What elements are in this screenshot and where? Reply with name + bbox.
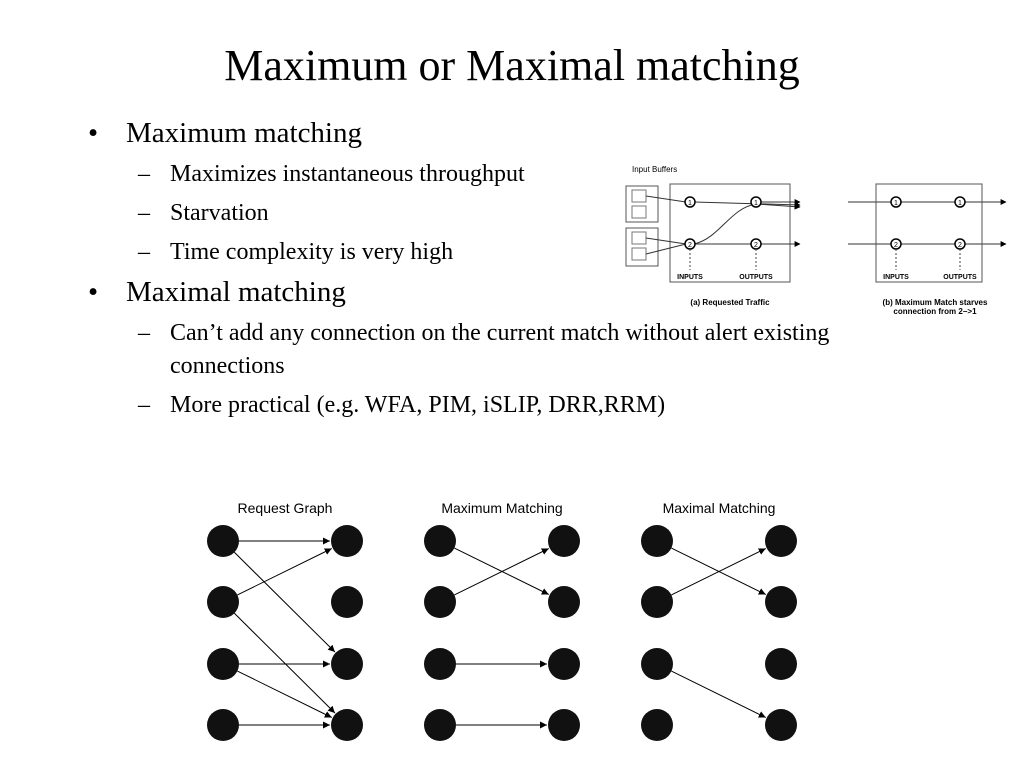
port-label: 2 [754, 242, 758, 249]
dash-marker: – [138, 320, 150, 346]
buffer-line [645, 243, 687, 255]
dash-marker: – [138, 200, 150, 226]
input-node-2 [424, 586, 456, 618]
buffer-line [645, 237, 687, 245]
bullet-text: Maximal matching [126, 276, 346, 308]
inputs-label: INPUTS [677, 274, 703, 281]
inputs-label: INPUTS [883, 274, 909, 281]
input-node-4 [207, 709, 239, 741]
input-node-3 [641, 648, 673, 680]
port-label: 1 [754, 200, 758, 207]
caption-b-line1: (b) Maximum Match starves [883, 298, 988, 307]
graph-title: Request Graph [238, 500, 333, 516]
buffer-cell [631, 247, 647, 261]
switch-box-b [875, 183, 983, 283]
outputs-label: OUTPUTS [739, 274, 773, 281]
buffer-cell [631, 231, 647, 245]
slide-title: Maximum or Maximal matching [224, 41, 800, 90]
sub-bullet: – More practical (e.g. WFA, PIM, iSLIP, … [88, 389, 888, 422]
port-label: 1 [958, 200, 962, 207]
sub-bullet-text: Starvation [170, 200, 269, 226]
output-node-3 [765, 648, 797, 680]
input-node-2 [207, 586, 239, 618]
sub-bullet-text: Time complexity is very high [170, 239, 454, 265]
output-node-3 [331, 648, 363, 680]
output-node-1 [548, 525, 580, 557]
bullet-marker: • [88, 276, 99, 308]
input-node-1 [207, 525, 239, 557]
sub-bullet: – Starvation [88, 197, 888, 230]
sub-bullet: – Time complexity is very high [88, 236, 888, 269]
bullet-maximal-matching: • Maximal matching [88, 273, 888, 311]
port-label: 1 [688, 200, 692, 207]
output-node-3 [548, 648, 580, 680]
edge-2-to-1 [237, 548, 332, 596]
port-label: 2 [894, 242, 898, 249]
input-buffers-label: Input Buffers [632, 165, 677, 174]
output-node-1 [765, 525, 797, 557]
output-port-1 [954, 196, 966, 208]
output-node-4 [331, 709, 363, 741]
input-node-2 [641, 586, 673, 618]
input-node-1 [641, 525, 673, 557]
output-node-2 [548, 586, 580, 618]
bullet-text: Maximum matching [126, 117, 362, 149]
sub-bullet: – Maximizes instantaneous throughput [88, 158, 888, 191]
sub-bullet-text: Can’t add any connection on the current … [170, 320, 830, 379]
buffer-cell [631, 189, 647, 203]
dash-marker: – [138, 161, 150, 187]
edge-2-to-1 [454, 548, 549, 596]
buffer-cell [631, 205, 647, 219]
output-node-2 [331, 586, 363, 618]
graph-request-graph: Request Graph [207, 500, 363, 741]
edge-3-to-4 [671, 670, 766, 718]
bullet-list: • Maximum matching – Maximizes instantan… [88, 110, 888, 422]
output-node-1 [331, 525, 363, 557]
edge-2-to-1 [671, 548, 766, 596]
graph-title: Maximum Matching [441, 500, 562, 516]
sub-bullet: – Can’t add any connection on the curren… [88, 317, 888, 383]
dash-marker: – [138, 239, 150, 265]
input-node-4 [641, 709, 673, 741]
sub-bullet-text: Maximizes instantaneous throughput [170, 161, 525, 187]
port-label: 2 [688, 242, 692, 249]
output-node-4 [548, 709, 580, 741]
input-node-1 [424, 525, 456, 557]
input-node-3 [207, 648, 239, 680]
caption-a: (a) Requested Traffic [690, 298, 770, 307]
sub-bullet-text: More practical (e.g. WFA, PIM, iSLIP, DR… [170, 392, 666, 418]
input-port-1 [890, 196, 902, 208]
switch-figure: Input Buffers 1 2 1 2 INPUTS OUTPUTS (a)… [625, 165, 1007, 316]
input-port-1 [684, 196, 696, 208]
output-line [693, 201, 801, 208]
output-node-4 [765, 709, 797, 741]
dash-marker: – [138, 392, 150, 418]
buffer-line [645, 195, 687, 203]
input-node-4 [424, 709, 456, 741]
bullet-maximum-matching: • Maximum matching [88, 114, 888, 152]
output-node-2 [765, 586, 797, 618]
caption-b-line2: connection from 2−>1 [893, 307, 977, 316]
edge-2-to-4 [234, 612, 336, 714]
output-port-1 [750, 196, 762, 208]
graph-maximum-matching: Maximum Matching [424, 500, 580, 741]
port-label: 2 [958, 242, 962, 249]
port-label: 1 [894, 200, 898, 207]
bullet-marker: • [88, 117, 99, 149]
graph-maximal-matching: Maximal Matching [641, 500, 797, 741]
edge-1-to-3 [234, 551, 336, 653]
input-node-3 [424, 648, 456, 680]
outputs-label: OUTPUTS [943, 274, 977, 281]
matching-graphs: Request Graph Maximum Matching Maximal Mat… [207, 500, 797, 741]
graph-title: Maximal Matching [663, 500, 776, 516]
edge-3-to-4 [237, 670, 332, 718]
